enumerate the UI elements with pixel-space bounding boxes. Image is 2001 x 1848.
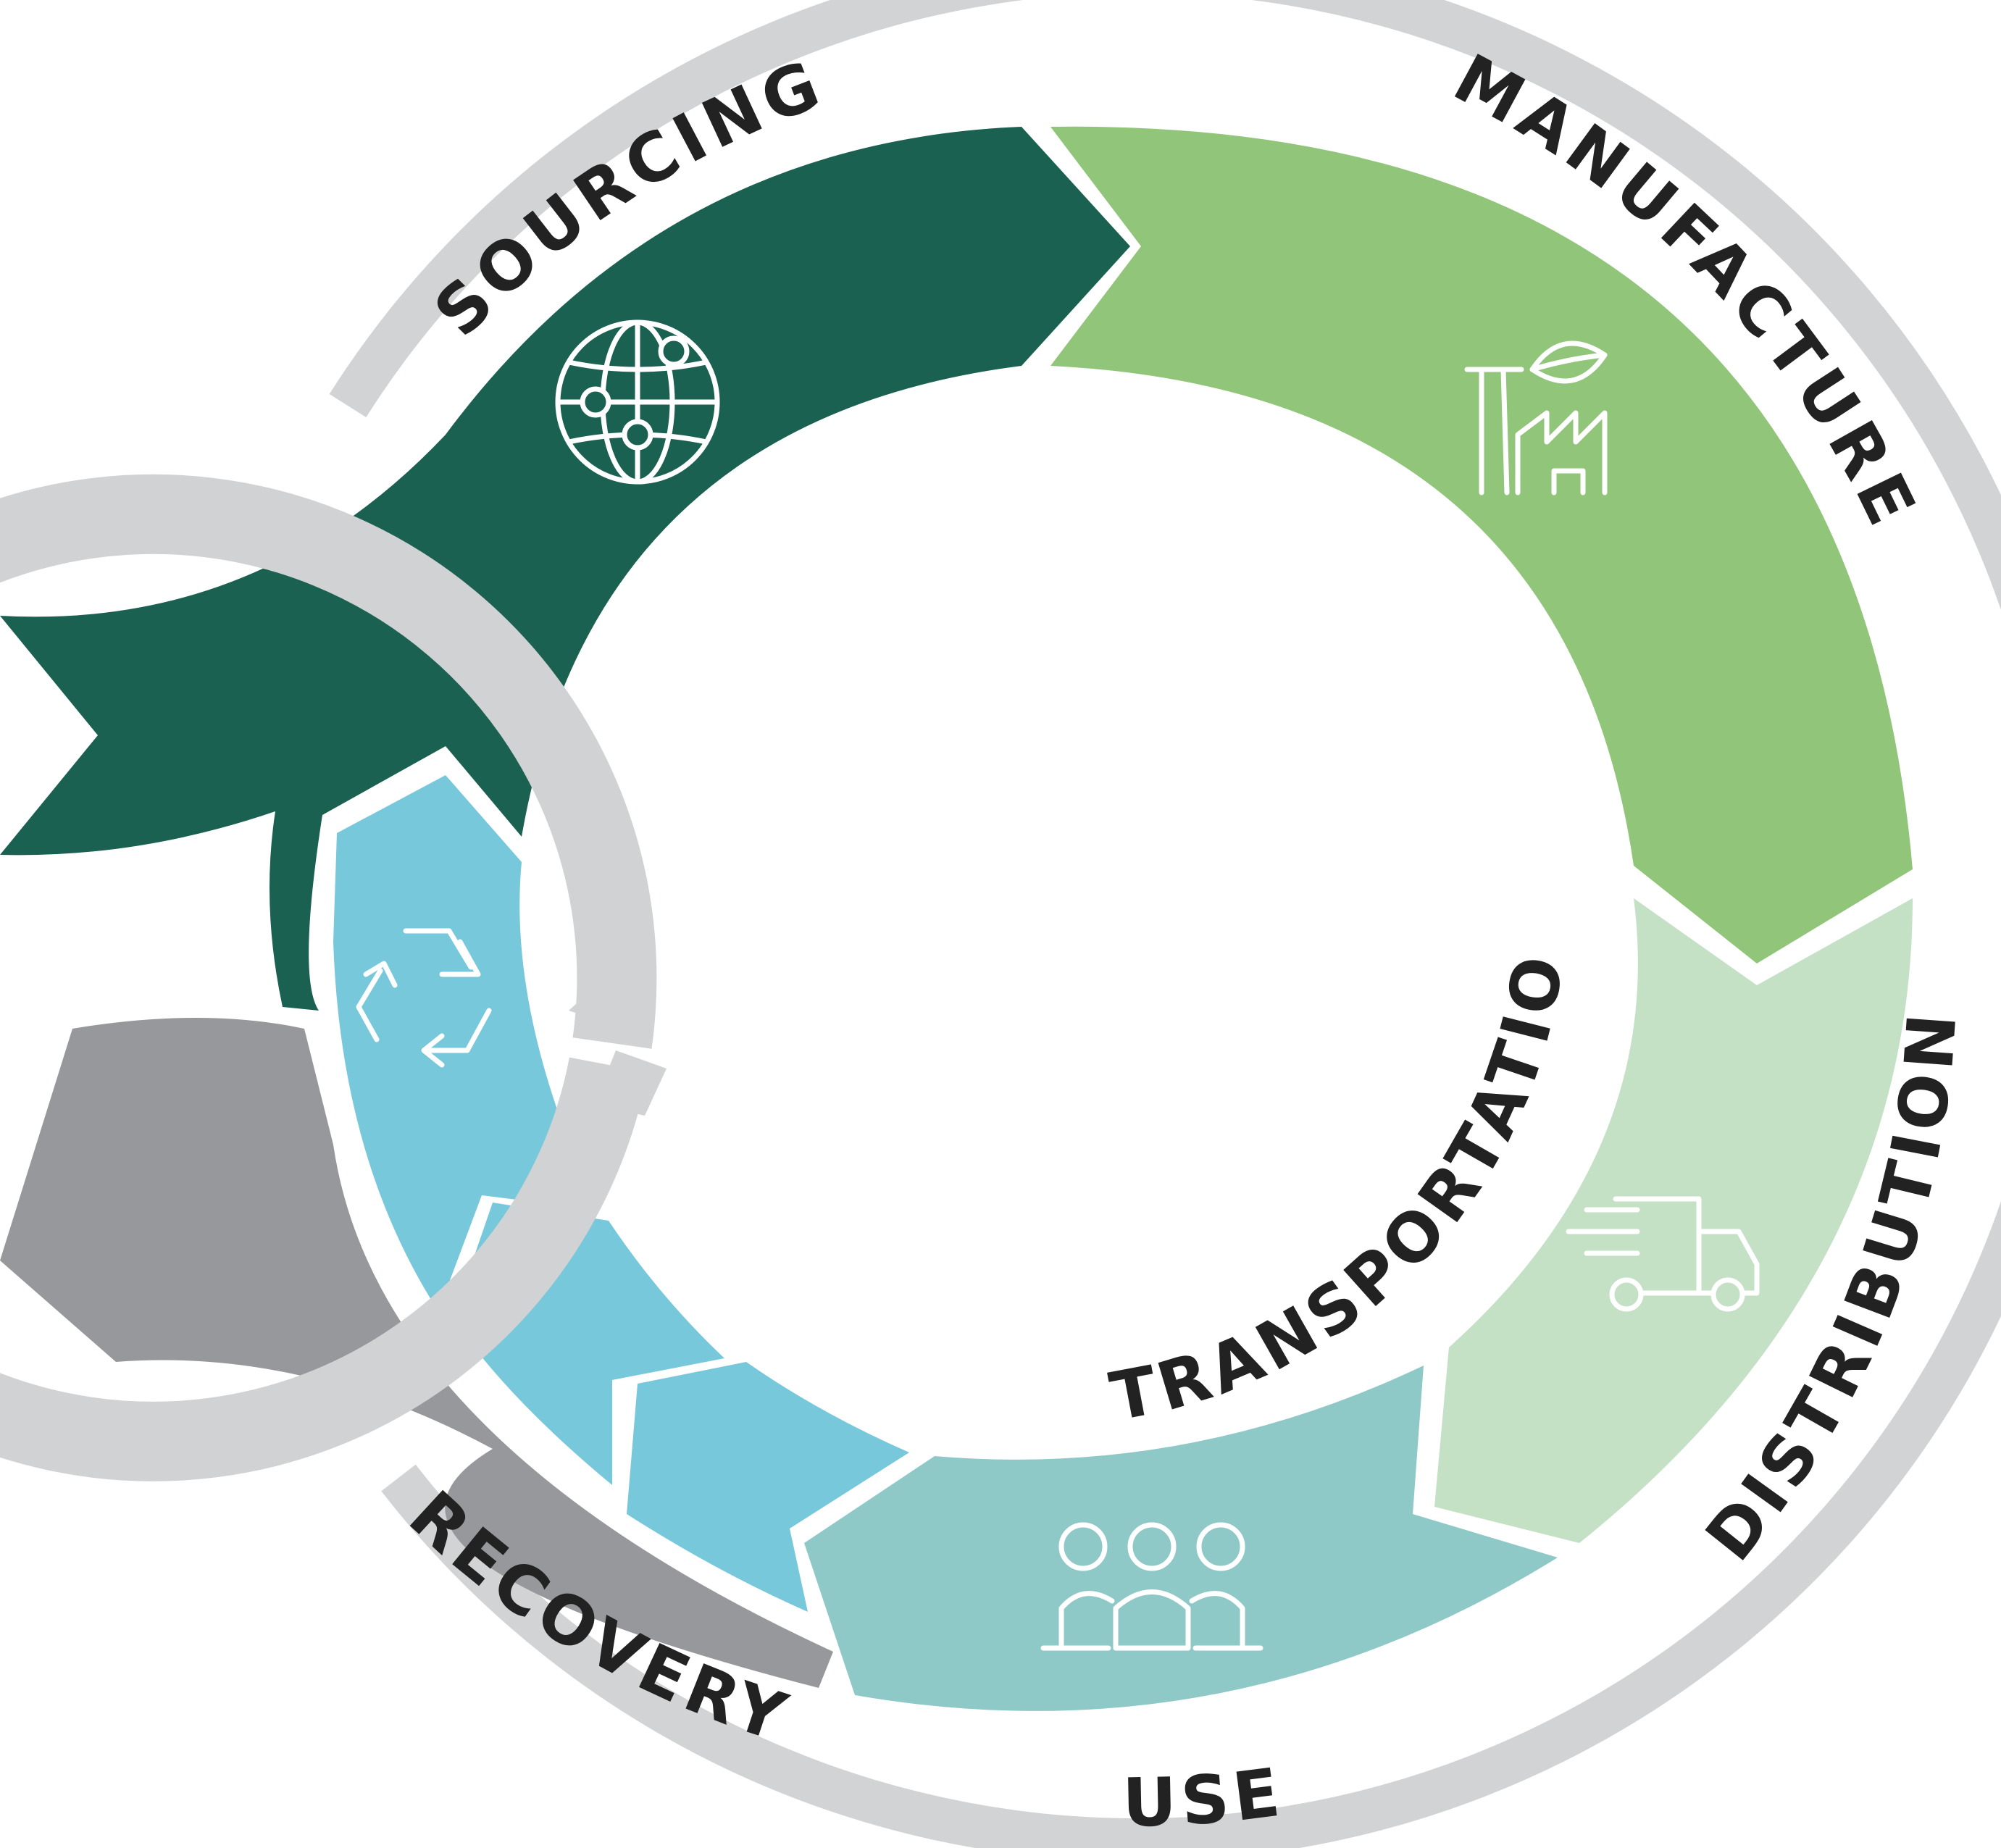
outer-ring <box>329 0 2001 1848</box>
transportation-arrow-tail <box>594 1050 667 1116</box>
distribution-segment[interactable] <box>1434 898 1913 1543</box>
svg-text:USE: USE <box>1121 1753 1290 1842</box>
manufacture-segment[interactable] <box>1050 126 1913 963</box>
transportation-arrow-head <box>569 974 648 1029</box>
use-segment[interactable] <box>804 1366 1558 1711</box>
globe-network-icon <box>555 319 720 485</box>
label-use: USE <box>1121 1753 1284 1842</box>
sourcing-segment[interactable] <box>0 127 1130 1011</box>
recovery-chevron-3[interactable] <box>627 1362 909 1612</box>
people-group-icon <box>1040 1522 1263 1651</box>
transportation-ring <box>0 474 657 1481</box>
factory-leaf-icon <box>1464 340 1608 496</box>
delivery-truck-icon <box>1566 1196 1760 1312</box>
recycle-icon <box>356 928 492 1068</box>
